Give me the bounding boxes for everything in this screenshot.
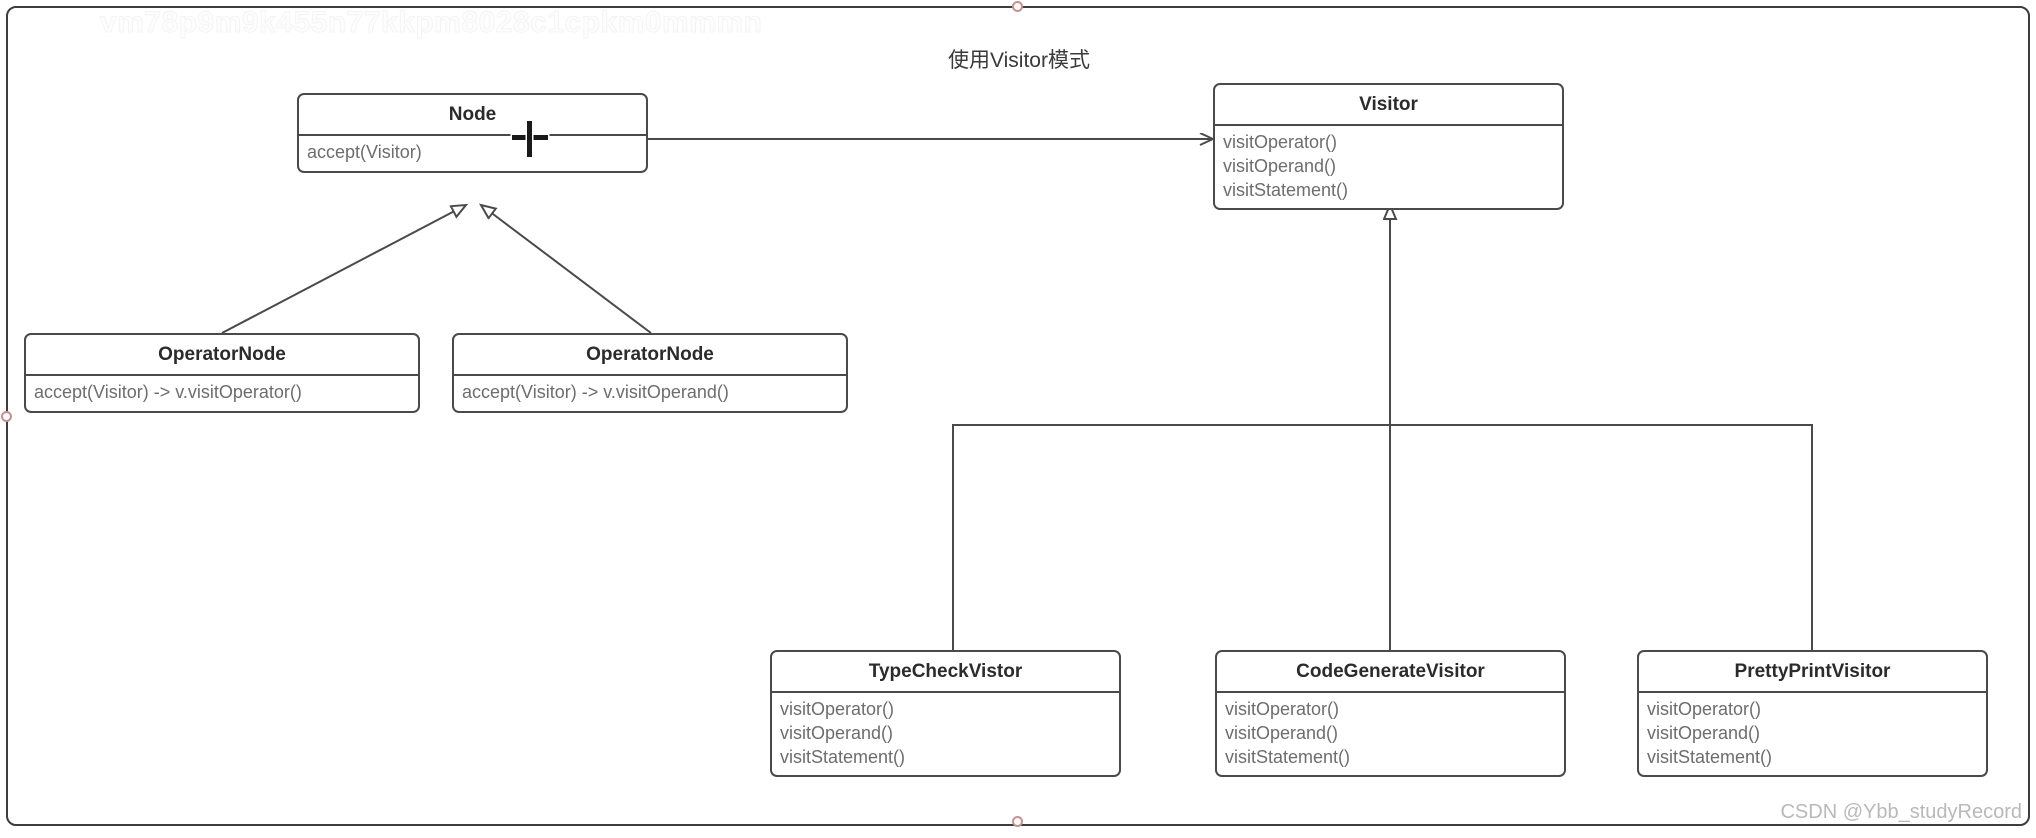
class-member: visitStatement() (780, 746, 906, 767)
class-member: visitOperand() (780, 722, 894, 743)
class-box-prettyprintvisitor[interactable]: PrettyPrintVisitor visitOperator() visit… (1637, 650, 1988, 778)
class-title-prettyprintvisitor: PrettyPrintVisitor (1639, 652, 1986, 693)
class-member: visitOperator() (1647, 699, 1762, 719)
class-member: accept(Visitor) (307, 142, 422, 162)
class-title-codegeneratevisitor: CodeGenerateVisitor (1217, 652, 1564, 693)
class-members-operatornode-right: accept(Visitor) -> v.visitOperand() (454, 376, 846, 411)
class-member: visitOperand() (1647, 722, 1761, 743)
class-members-operatornode-left: accept(Visitor) -> v.visitOperator() (26, 376, 418, 411)
class-member: visitOperand() (1223, 155, 1337, 176)
class-box-visitor[interactable]: Visitor visitOperator() visitOperand() v… (1213, 83, 1564, 211)
class-members-codegeneratevisitor: visitOperator() visitOperand() visitStat… (1217, 693, 1564, 775)
resize-handle-bottom[interactable] (1012, 816, 1023, 827)
class-box-typecheckvistor[interactable]: TypeCheckVistor visitOperator() visitOpe… (770, 650, 1121, 778)
class-title-node: Node (299, 95, 646, 136)
class-member: accept(Visitor) -> v.visitOperator() (34, 382, 302, 402)
class-member: visitOperator() (1225, 699, 1340, 719)
class-members-visitor: visitOperator() visitOperand() visitStat… (1215, 126, 1562, 208)
resize-handle-top[interactable] (1012, 1, 1023, 12)
class-box-codegeneratevisitor[interactable]: CodeGenerateVisitor visitOperator() visi… (1215, 650, 1566, 778)
diagram-title: 使用Visitor模式 (948, 49, 1090, 72)
class-member: visitOperator() (780, 699, 895, 719)
class-box-node[interactable]: Node accept(Visitor) (297, 93, 648, 173)
class-members-prettyprintvisitor: visitOperator() visitOperand() visitStat… (1639, 693, 1986, 775)
class-title-operatornode-left: OperatorNode (26, 335, 418, 376)
class-member: visitOperand() (1225, 722, 1339, 743)
class-box-operatornode-right[interactable]: OperatorNode accept(Visitor) -> v.visitO… (452, 333, 848, 413)
class-member: visitStatement() (1647, 746, 1773, 767)
class-box-operatornode-left[interactable]: OperatorNode accept(Visitor) -> v.visitO… (24, 333, 420, 413)
class-title-typecheckvistor: TypeCheckVistor (772, 652, 1119, 693)
class-member: visitStatement() (1223, 179, 1349, 200)
top-watermark-text: vm78p9m9k455n77kkpm8028c1cpkm0mmmn (99, 6, 763, 40)
class-title-operatornode-right: OperatorNode (454, 335, 846, 376)
class-members-node: accept(Visitor) (299, 136, 646, 171)
class-member: accept(Visitor) -> v.visitOperand() (462, 382, 729, 402)
class-member: visitStatement() (1225, 746, 1351, 767)
class-title-visitor: Visitor (1215, 85, 1562, 126)
class-members-typecheckvistor: visitOperator() visitOperand() visitStat… (772, 693, 1119, 775)
corner-watermark-text: CSDN @Ybb_studyRecord (1780, 801, 2022, 823)
class-member: visitOperator() (1223, 132, 1338, 152)
resize-handle-left[interactable] (1, 411, 12, 422)
